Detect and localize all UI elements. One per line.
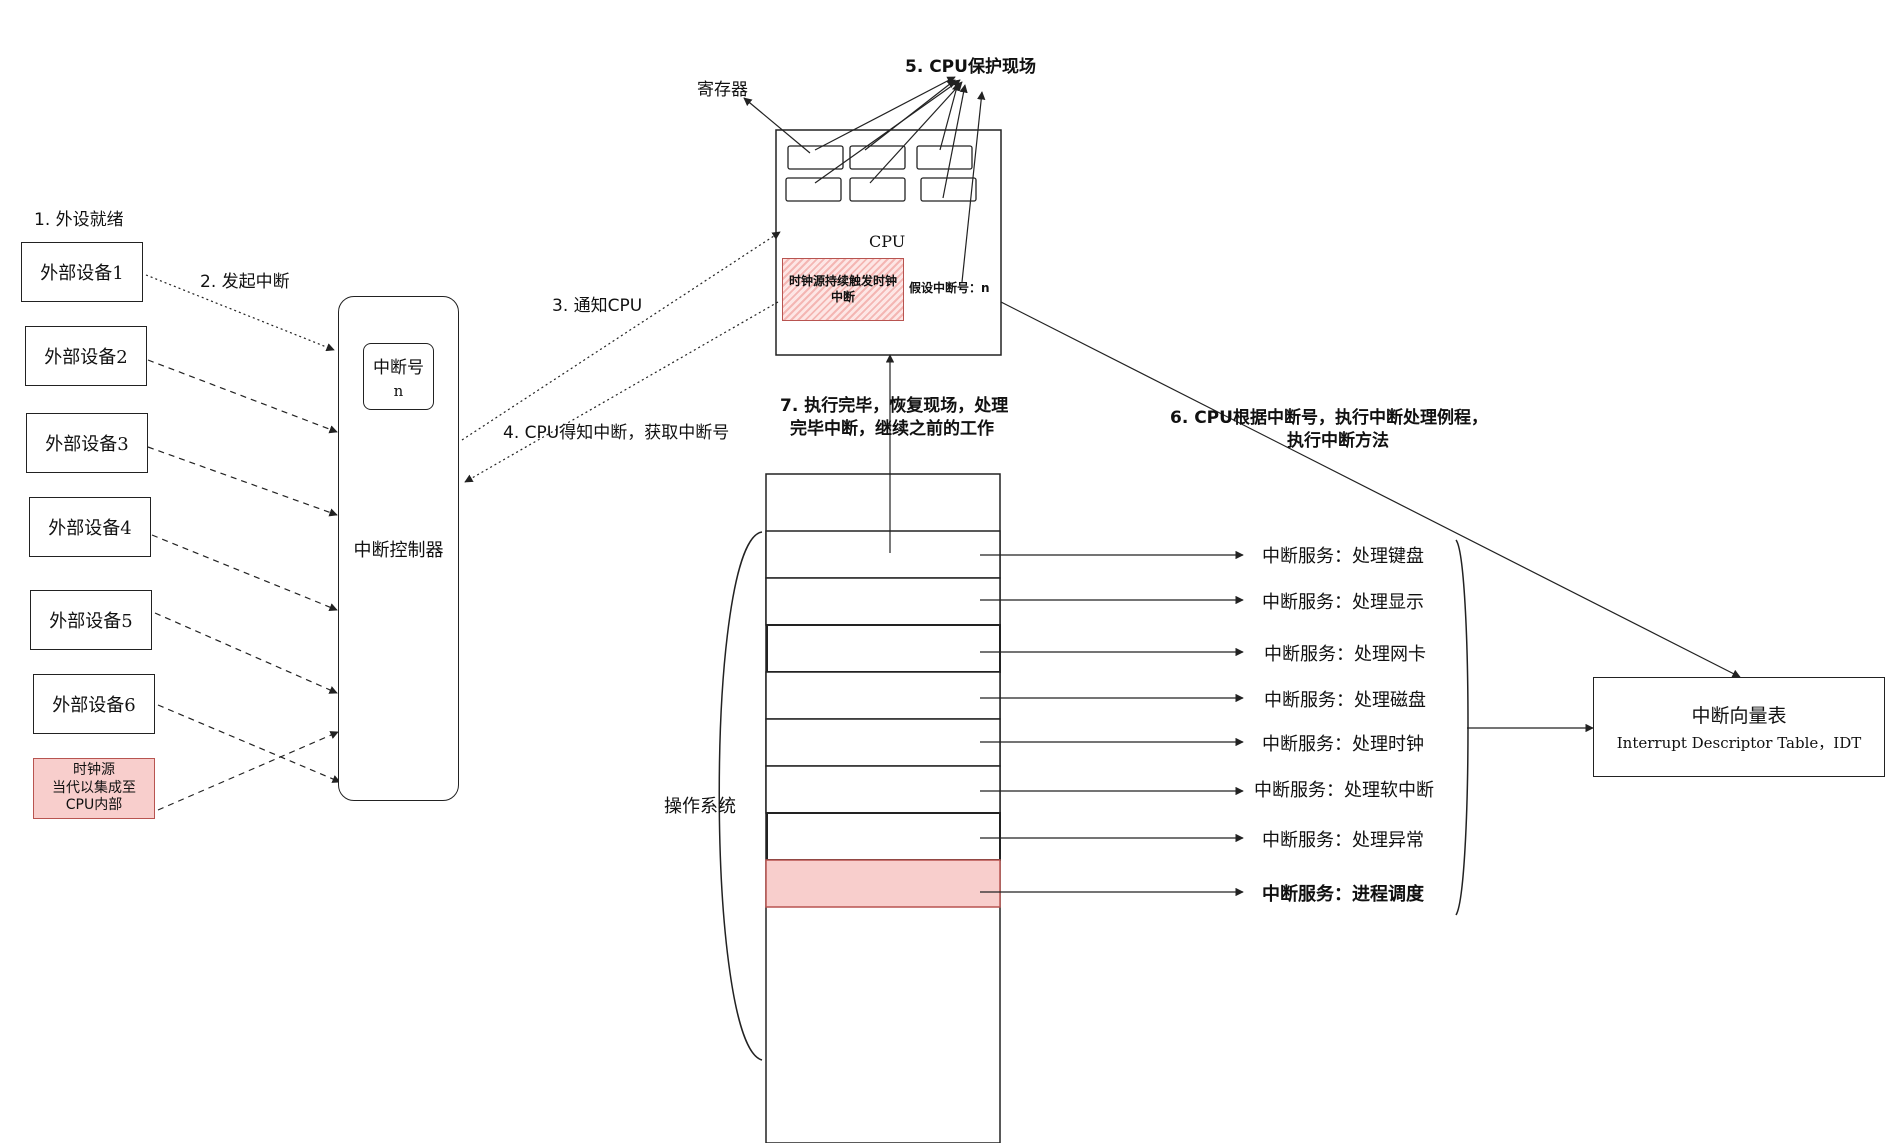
idt-subtitle: Interrupt Descriptor Table，IDT [1616,734,1862,752]
slot-clock [765,718,1001,767]
irq-number-label: 中断号 [373,358,424,378]
step-6-label-line2: 执行中断方法 [1287,431,1389,451]
step-7-label-line2: 完毕中断，继续之前的工作 [790,419,994,439]
slot-exception [766,812,1001,861]
irq-number-value: n [393,382,404,400]
idt-title: 中断向量表 [1691,705,1787,727]
controller-cpu-arrows [461,231,781,483]
step-4-label: 4. CPU得知中断，获取中断号 [503,423,730,443]
device-2-label: 外部设备2 [44,347,128,368]
service-softirq: 中断服务：处理软中断 [1254,780,1434,801]
os-service-slots [765,530,1001,908]
clock-source-line3: CPU内部 [65,797,123,814]
device-arrows [145,274,341,811]
device-4-label: 外部设备4 [48,518,132,539]
os-label: 操作系统 [664,796,736,817]
cpu-label: CPU [869,232,906,251]
device-6-label: 外部设备6 [52,695,136,716]
device-2: 外部设备2 [25,326,147,386]
step-6-label-line1: 6. CPU根据中断号，执行中断处理例程， [1170,408,1488,428]
service-scheduler: 中断服务：进程调度 [1262,884,1424,905]
assumed-irq-label: 假设中断号：n [909,281,990,295]
protect-scene-arrows [743,76,986,283]
cpu-registers [785,145,977,202]
services-brace [1455,539,1469,916]
slot-scheduler [765,859,1001,908]
device-1-label: 外部设备1 [40,263,124,284]
slot-network [766,624,1001,673]
clock-trigger-line1: 时钟源持续触发时钟 [788,273,897,288]
device-5: 外部设备5 [30,590,152,650]
interrupt-controller-label: 中断控制器 [353,539,444,561]
os-brace [718,531,763,1061]
service-network: 中断服务：处理网卡 [1264,644,1426,665]
device-6: 外部设备6 [33,674,155,734]
service-disk: 中断服务：处理磁盘 [1264,690,1426,711]
device-1: 外部设备1 [21,242,143,302]
clock-trigger-line2: 中断 [830,289,855,304]
clock-trigger-box: 时钟源持续触发时钟 中断 [782,258,904,321]
clock-source-line2: 当代以集成至 [52,779,136,796]
idt-box: 中断向量表 Interrupt Descriptor Table，IDT [1593,677,1885,777]
slot-keyboard [765,530,1001,579]
irq-number-box: 中断号 n [363,343,434,410]
service-keyboard: 中断服务：处理键盘 [1262,546,1424,567]
step-7-label-line1: 7. 执行完毕，恢复现场，处理 [780,396,1009,416]
clock-source-line1: 时钟源 [73,762,115,779]
registers-label: 寄存器 [697,80,748,100]
idt-lookup-arrow [1000,301,1741,678]
device-4: 外部设备4 [29,497,151,557]
device-3: 外部设备3 [26,413,148,473]
step-1-label: 1. 外设就绪 [34,210,124,230]
step-3-label: 3. 通知CPU [552,296,643,316]
service-exception: 中断服务：处理异常 [1262,830,1424,851]
slot-disk [765,671,1001,720]
service-display: 中断服务：处理显示 [1262,592,1424,613]
slot-softirq [765,765,1001,814]
device-3-label: 外部设备3 [45,434,129,455]
clock-source-box: 时钟源 当代以集成至 CPU内部 [33,758,155,819]
step-2-label: 2. 发起中断 [200,272,290,292]
step-5-label: 5. CPU保护现场 [905,57,1036,77]
service-clock: 中断服务：处理时钟 [1262,734,1424,755]
device-5-label: 外部设备5 [49,611,133,632]
slot-display [765,577,1001,626]
service-arrows [980,550,1594,897]
